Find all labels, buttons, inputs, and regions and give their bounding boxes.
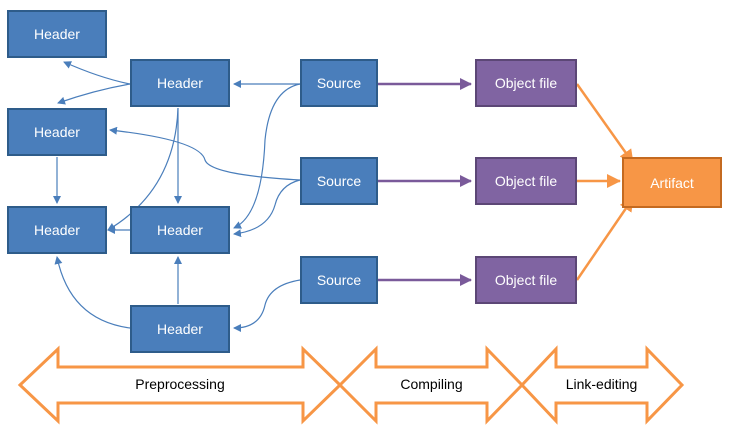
- edge-object1-artifact: [575, 83, 635, 164]
- edge-header6-header4: [54, 256, 131, 329]
- header-node-4: Header: [7, 206, 107, 254]
- compiling-label: Compiling: [400, 376, 463, 392]
- link-edges: [575, 83, 635, 281]
- object-file-node-1: Object file: [475, 59, 577, 107]
- edge-header2-header4: [107, 107, 179, 231]
- header-node-6: Header: [130, 305, 230, 353]
- phase-arrows: [17, 345, 685, 425]
- edge-source2-header3: [109, 126, 301, 181]
- source-node-3: Source: [300, 256, 378, 304]
- header-node-3: Header: [7, 108, 107, 156]
- header-node-5: Header: [130, 206, 230, 254]
- edge-source1-header5: [233, 83, 301, 229]
- object-file-node-3: Object file: [475, 256, 577, 304]
- header-node-2: Header: [130, 59, 230, 107]
- edge-header2-header3: [57, 83, 131, 105]
- artifact-node: Artifact: [622, 157, 722, 208]
- link-editing-label: Link-editing: [565, 376, 638, 392]
- edge-header2-header1: [63, 61, 131, 85]
- link-editing-arrow: [519, 345, 685, 425]
- source-node-1: Source: [300, 59, 378, 107]
- source-node-2: Source: [300, 157, 378, 205]
- edge-source2-header5: [233, 179, 301, 238]
- object-file-node-2: Object file: [475, 157, 577, 205]
- include-edges: [53, 61, 301, 332]
- edge-object3-artifact: [575, 197, 635, 281]
- edge-source3-header6: [233, 279, 301, 332]
- compile-edges: [378, 78, 472, 286]
- preprocessing-label: Preprocessing: [135, 376, 225, 392]
- header-node-1: Header: [7, 10, 107, 58]
